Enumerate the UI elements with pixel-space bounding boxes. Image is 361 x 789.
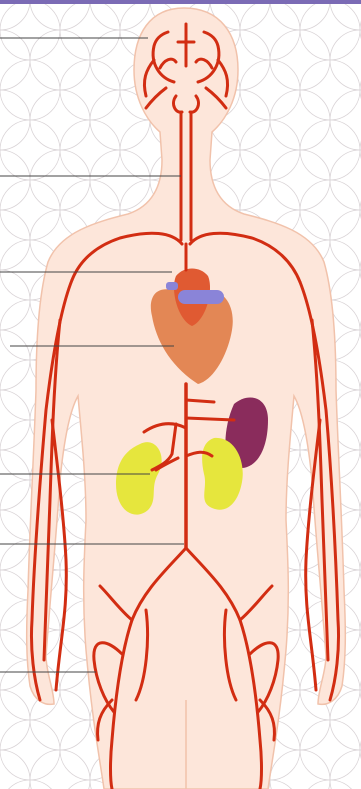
top-border <box>0 0 361 4</box>
